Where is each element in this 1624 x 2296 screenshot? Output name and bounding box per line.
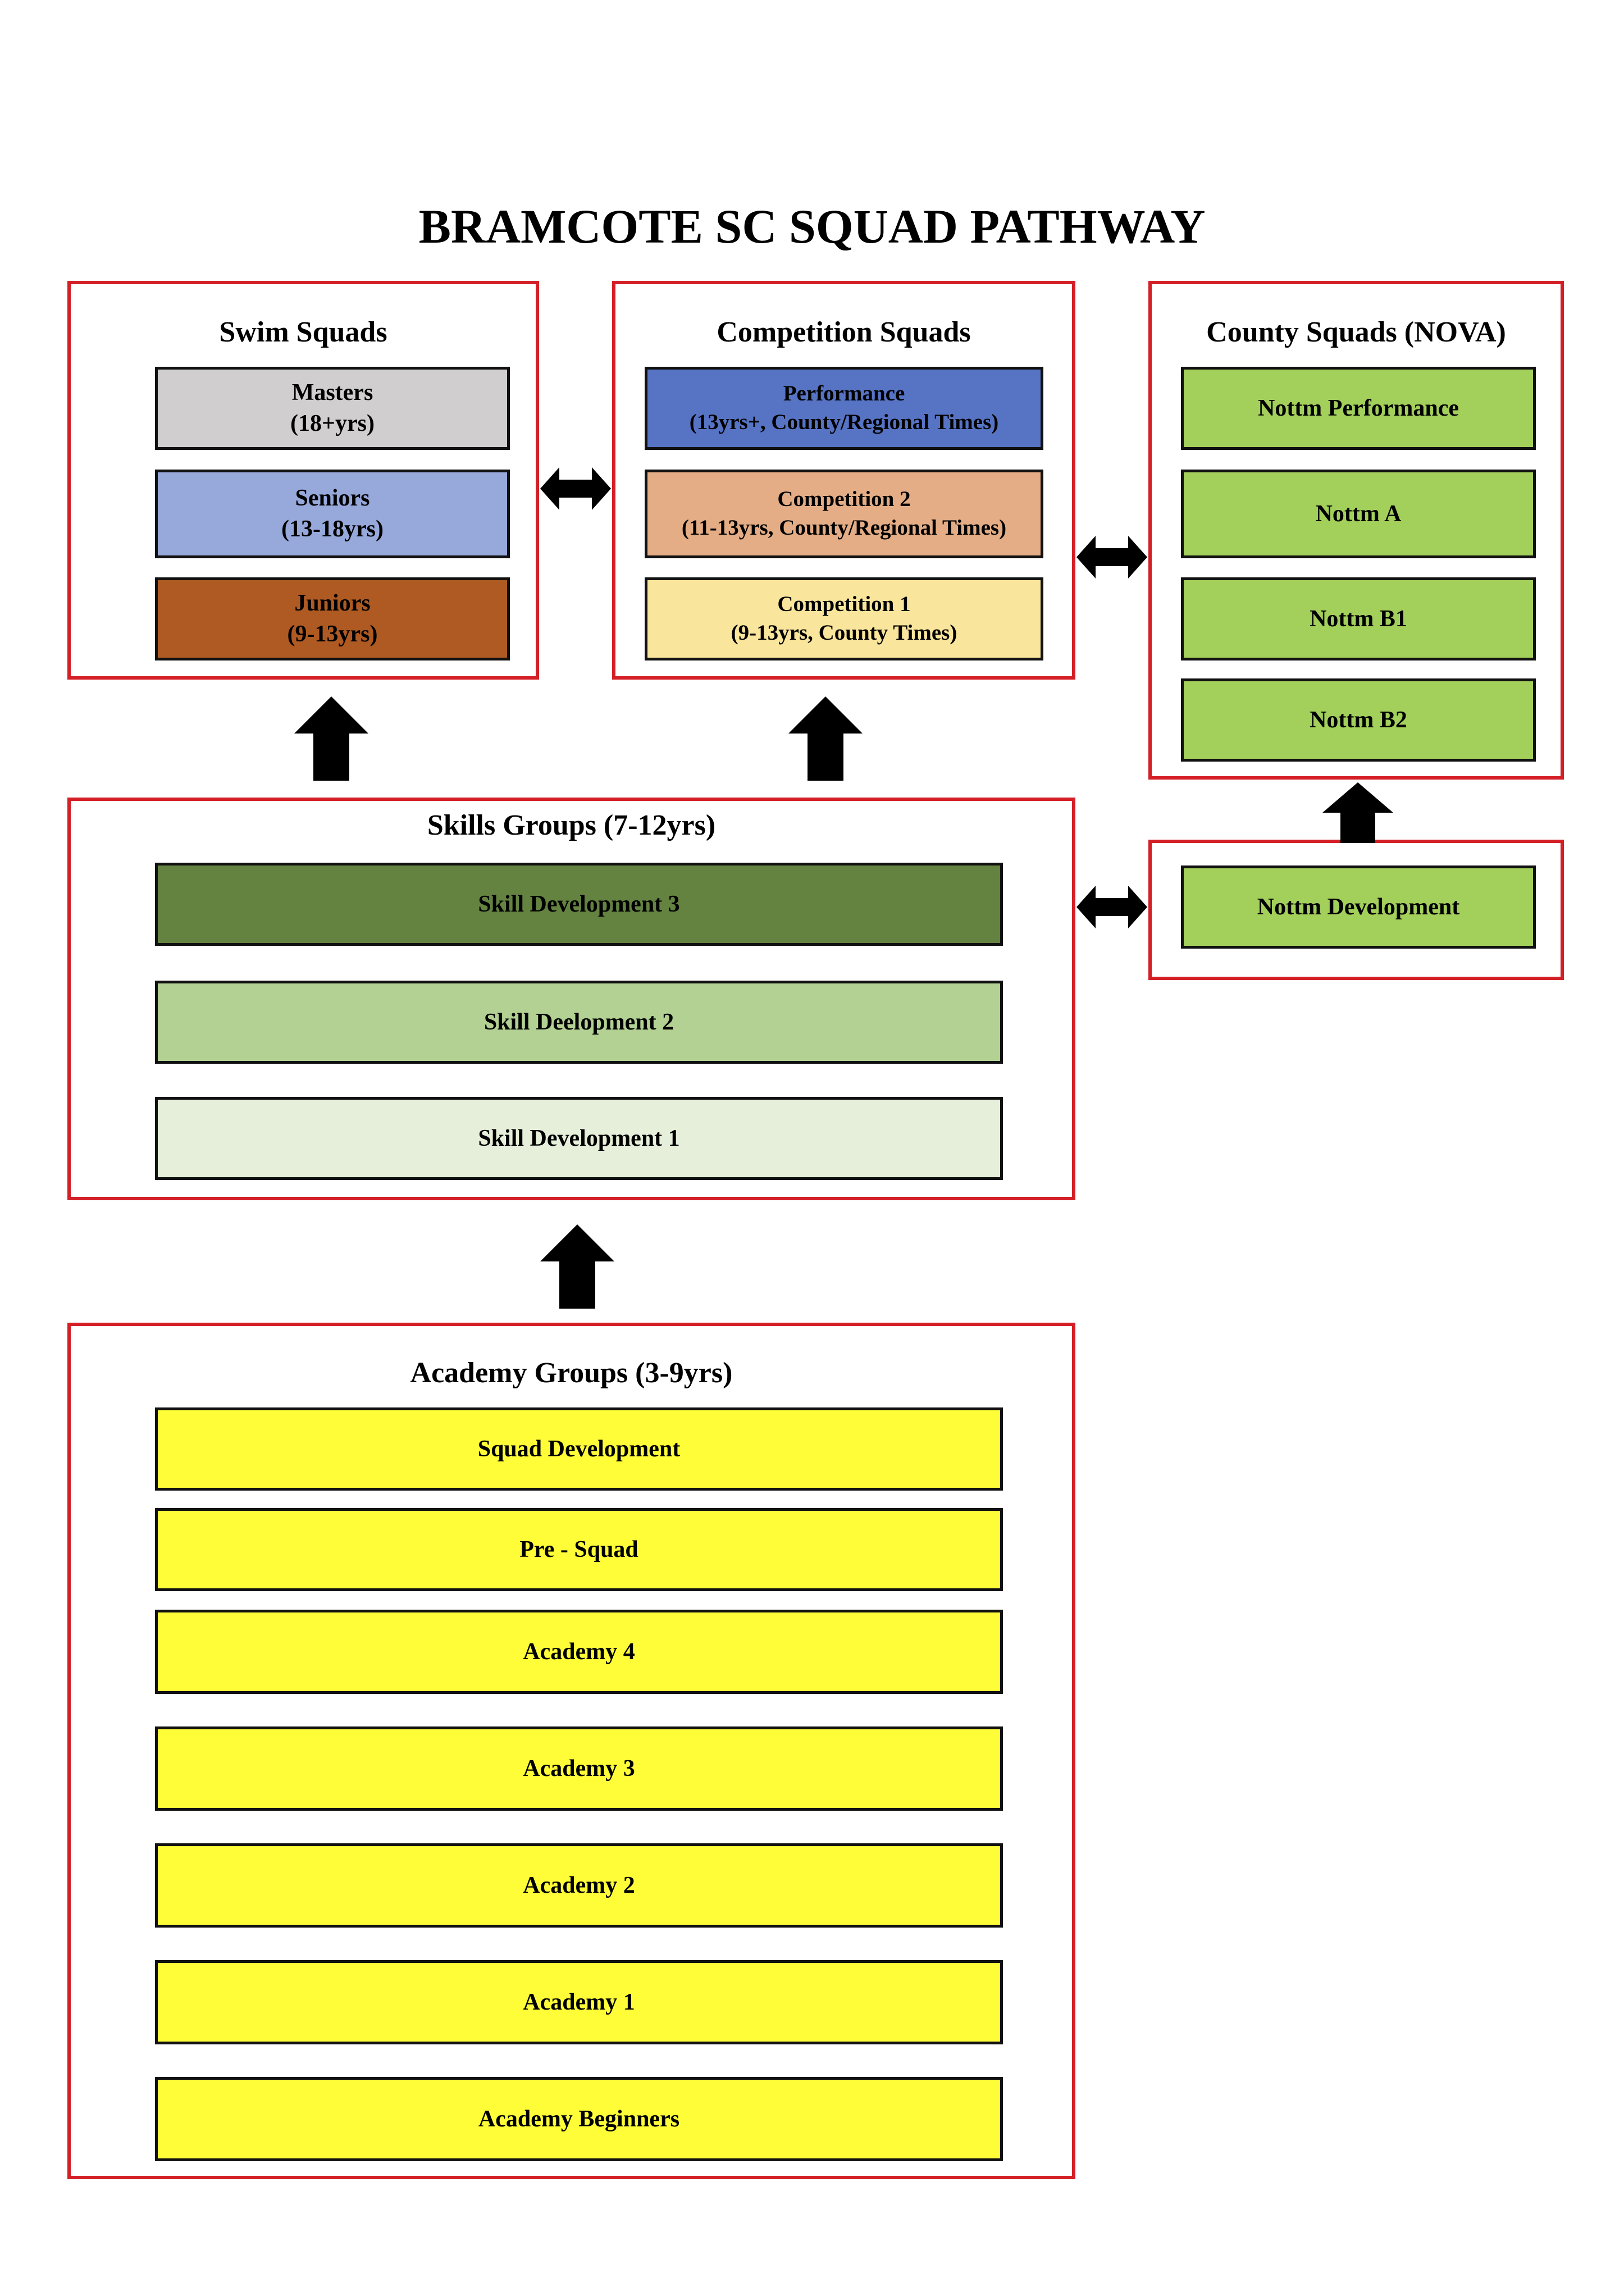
academy-4-box: Academy 4	[155, 1610, 1003, 1694]
squad-development-box: Squad Development	[155, 1407, 1003, 1491]
masters-name: Masters	[291, 380, 373, 406]
up-arrow-icon	[1322, 782, 1393, 843]
seniors-name: Seniors	[295, 485, 370, 512]
skill-development-3-box: Skill Development 3	[155, 863, 1003, 946]
nottm-development-box: Nottm Development	[1181, 865, 1536, 949]
academy-3-box: Academy 3	[155, 1726, 1003, 1811]
up-arrow-icon	[788, 696, 863, 781]
county-squads-title: County Squads (NOVA)	[1206, 316, 1506, 348]
up-arrow-icon	[540, 1224, 614, 1309]
nottm-performance-box: Nottm Performance	[1181, 367, 1536, 450]
swim-squads-title: Swim Squads	[219, 316, 387, 348]
skill-development-1-box: Skill Development 1	[155, 1097, 1003, 1180]
seniors-box: Seniors (13-18yrs)	[155, 470, 510, 558]
competition-2-name: Competition 2	[777, 487, 911, 512]
masters-age: (18+yrs)	[290, 411, 375, 436]
competition-1-box: Competition 1 (9-13yrs, County Times)	[645, 577, 1043, 660]
competition-2-criteria: (11-13yrs, County/Regional Times)	[681, 516, 1007, 540]
nottm-b1-box: Nottm B1	[1181, 577, 1536, 660]
academy-groups-title: Academy Groups (3-9yrs)	[410, 1357, 733, 1389]
juniors-age: (9-13yrs)	[287, 621, 378, 647]
pre-squad-box: Pre - Squad	[155, 1508, 1003, 1591]
juniors-box: Juniors (9-13yrs)	[155, 577, 510, 660]
competition-1-name: Competition 1	[777, 592, 911, 617]
seniors-age: (13-18yrs)	[281, 516, 384, 542]
masters-box: Masters (18+yrs)	[155, 367, 510, 450]
competition-2-box: Competition 2 (11-13yrs, County/Regional…	[645, 470, 1043, 558]
nottm-a-box: Nottm A	[1181, 470, 1536, 558]
academy-1-box: Academy 1	[155, 1960, 1003, 2044]
double-arrow-icon	[1076, 886, 1147, 928]
academy-2-box: Academy 2	[155, 1843, 1003, 1928]
page-title: BRAMCOTE SC SQUAD PATHWAY	[418, 199, 1206, 253]
double-arrow-icon	[540, 467, 611, 510]
skills-groups-title: Skills Groups (7-12yrs)	[427, 809, 716, 841]
performance-box: Performance (13yrs+, County/Regional Tim…	[645, 367, 1043, 450]
double-arrow-icon	[1076, 536, 1147, 578]
skills-groups-group: Skills Groups (7-12yrs) Skill Developmen…	[67, 798, 1075, 1200]
up-arrow-icon	[294, 696, 368, 781]
performance-name: Performance	[783, 381, 905, 406]
competition-squads-title: Competition Squads	[717, 316, 971, 348]
skill-development-2-box: Skill Deelopment 2	[155, 981, 1003, 1064]
competition-1-criteria: (9-13yrs, County Times)	[731, 621, 957, 645]
academy-groups-group: Academy Groups (3-9yrs) Squad Developmen…	[67, 1323, 1075, 2179]
competition-squads-group: Competition Squads Performance (13yrs+, …	[612, 281, 1075, 680]
nottm-b2-box: Nottm B2	[1181, 678, 1536, 762]
juniors-name: Juniors	[294, 590, 371, 617]
academy-beginners-box: Academy Beginners	[155, 2077, 1003, 2161]
county-development-group: Nottm Development	[1148, 840, 1564, 980]
swim-squads-group: Swim Squads Masters (18+yrs) Seniors (13…	[67, 281, 539, 680]
performance-criteria: (13yrs+, County/Regional Times)	[689, 410, 999, 434]
county-squads-group: County Squads (NOVA) Nottm Performance N…	[1148, 281, 1564, 780]
